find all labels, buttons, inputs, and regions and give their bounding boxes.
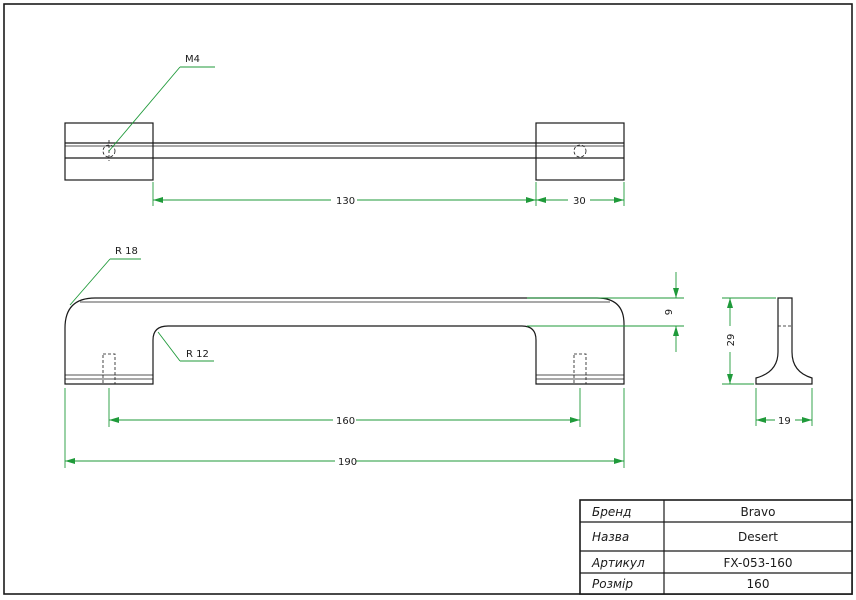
top-length-label: 130 [336, 196, 355, 207]
name-value: Desert [738, 530, 778, 544]
left-thread-bore [102, 353, 116, 385]
thread-label: M4 [185, 54, 200, 65]
overall-length-dimension: 190 [64, 388, 625, 468]
right-post-top [535, 122, 625, 181]
drawing-frame [3, 3, 853, 595]
width-dimension: 19 [755, 388, 813, 427]
size-label: Розмір [592, 577, 633, 591]
hole-spacing-label: 160 [336, 416, 355, 427]
arrowhead [727, 374, 733, 384]
article-label: Артикул [591, 556, 645, 570]
side-profile [755, 297, 813, 385]
arrowhead [727, 298, 733, 308]
inner-radius-label: R 12 [186, 349, 209, 360]
title-block-frame [579, 499, 853, 595]
arrowhead [526, 197, 536, 203]
arrowhead [802, 417, 812, 423]
arrowhead [570, 417, 580, 423]
arrowhead [65, 458, 75, 464]
arrowhead [153, 197, 163, 203]
handle-outline [64, 297, 625, 385]
overall-length-label: 190 [338, 457, 357, 468]
radius-leader-line [69, 258, 111, 306]
title-block: Бренд Bravo Назва Desert Артикул FX-053-… [579, 499, 853, 595]
width-label: 19 [778, 416, 791, 427]
top-length-dimension: 130 30 [152, 182, 625, 207]
top-end-label: 30 [573, 196, 586, 207]
thickness-label: 9 [664, 309, 675, 315]
article-value: FX-053-160 [724, 556, 793, 570]
height-dimension: 29 [722, 297, 776, 385]
inner-radius-callout: R 12 [157, 331, 214, 362]
height-label: 29 [726, 334, 737, 347]
arrowhead [614, 197, 624, 203]
left-thread-hole [102, 144, 116, 158]
right-thread-hole [573, 144, 587, 158]
outer-radius-callout: R 18 [69, 246, 141, 306]
hole-spacing-dimension: 160 [108, 388, 581, 427]
brand-value: Bravo [741, 505, 776, 519]
brand-label: Бренд [592, 505, 631, 519]
top-view [64, 122, 625, 181]
arrowhead [673, 288, 679, 298]
arrowhead [614, 458, 624, 464]
arrowhead [109, 417, 119, 423]
thickness-dimension: 9 [527, 272, 684, 352]
thread-leader-line [108, 66, 181, 152]
size-value: 160 [747, 577, 770, 591]
name-label: Назва [592, 530, 629, 544]
side-view [755, 297, 813, 385]
thread-callout: M4 [108, 54, 215, 152]
outer-radius-label: R 18 [115, 246, 138, 257]
arrowhead [756, 417, 766, 423]
arrowhead [536, 197, 546, 203]
radius-leader-line [157, 331, 181, 362]
front-view [64, 297, 625, 385]
right-thread-bore [573, 353, 587, 385]
arrowhead [673, 326, 679, 336]
